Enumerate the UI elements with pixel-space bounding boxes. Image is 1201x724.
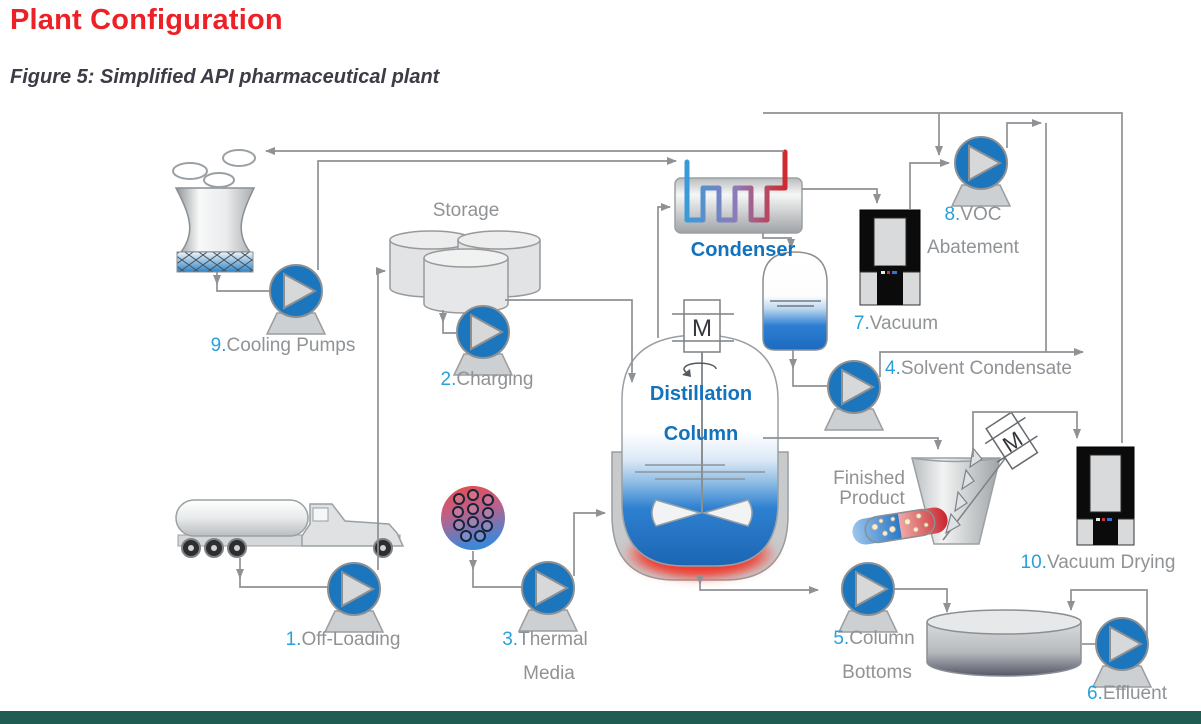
label-thermal-line2: Media bbox=[523, 663, 575, 684]
pipe-vacuum-to-voc bbox=[909, 159, 950, 210]
label-charging: 2.Charging bbox=[440, 369, 534, 390]
pipe-top-header bbox=[763, 112, 1123, 443]
pipe-cooling-supply bbox=[317, 157, 677, 270]
label-off-loading: 1.Off-Loading bbox=[285, 629, 401, 650]
pump-effluent bbox=[1092, 617, 1152, 688]
hopper-motor: M bbox=[984, 411, 1039, 470]
pump-thermal-media bbox=[518, 561, 578, 632]
condenser-coil bbox=[684, 149, 788, 223]
label-distillation-line1: Distillation bbox=[649, 383, 753, 405]
label-distillation-line2: Column bbox=[663, 423, 739, 445]
pipe-vapor-to-condenser bbox=[657, 203, 671, 338]
truck-wheels bbox=[181, 538, 393, 558]
pipe-voc-discharge bbox=[1006, 119, 1042, 148]
pipe-bottoms-to-basin bbox=[894, 588, 951, 613]
condenser-unit bbox=[674, 149, 803, 234]
pump-cooling bbox=[266, 264, 326, 335]
brand-mark bbox=[1096, 518, 1112, 521]
label-vacuum-drying: 10.Vacuum Drying bbox=[1020, 552, 1176, 573]
pump-column-bottoms bbox=[838, 562, 898, 633]
pipe-effluent-loop bbox=[1067, 589, 1148, 640]
page-title: Plant Configuration bbox=[10, 4, 283, 36]
capsule-icon bbox=[852, 507, 948, 545]
label-voc-line2: Abatement bbox=[927, 237, 1019, 258]
pipe-condenser-to-vacuum bbox=[802, 188, 881, 204]
steam-cloud-icon bbox=[172, 149, 256, 188]
label-voc-line1: 8.VOC bbox=[944, 204, 1002, 225]
pipe-offloading-to-storage bbox=[376, 267, 386, 570]
tanker-truck bbox=[175, 499, 405, 558]
agitator-motor: M bbox=[672, 299, 734, 377]
vacuum-drying-unit bbox=[1076, 446, 1135, 546]
label-storage: Storage bbox=[432, 200, 500, 221]
label-finished-line2: Product bbox=[839, 488, 905, 509]
footer-bar bbox=[0, 711, 1201, 724]
vacuum-unit bbox=[859, 209, 921, 306]
label-condenser: Condenser bbox=[690, 239, 796, 261]
pipe-solvent-condensate bbox=[879, 348, 1084, 377]
condensate-receiver bbox=[762, 251, 828, 351]
figure-caption: Figure 5: Simplified API pharmaceutical … bbox=[10, 66, 440, 88]
label-thermal-line1: 3.Thermal bbox=[502, 629, 588, 650]
pipe-thermal-to-jacket bbox=[573, 509, 606, 576]
pump-voc-abatement bbox=[951, 136, 1011, 207]
storage-tanks bbox=[389, 230, 541, 314]
pump-charging bbox=[453, 305, 513, 376]
motor-label: M bbox=[692, 315, 712, 342]
thermal-media-unit bbox=[441, 486, 505, 550]
label-vacuum: 7.Vacuum bbox=[853, 313, 939, 334]
process-pipes bbox=[213, 112, 1148, 645]
pump-solvent-condensate bbox=[824, 360, 884, 431]
pipe-column-to-hopper bbox=[763, 437, 942, 450]
cooling-tower bbox=[172, 149, 256, 273]
label-column-bottoms-line2: Bottoms bbox=[842, 662, 912, 683]
bottoms-basin bbox=[926, 609, 1082, 677]
brand-mark bbox=[881, 271, 897, 274]
label-column-bottoms-line1: 5.Column bbox=[833, 628, 915, 649]
label-cooling-pumps: 9.Cooling Pumps bbox=[210, 335, 356, 356]
pipe-hopper-vacuum bbox=[972, 411, 1081, 457]
impeller-icon bbox=[651, 499, 753, 527]
pipe-charging-to-column bbox=[505, 299, 636, 383]
pump-off-loading bbox=[324, 562, 384, 633]
distillation-column-vessel: M bbox=[611, 299, 789, 582]
label-finished-line1: Finished bbox=[833, 468, 905, 489]
pipe-condensate-drop bbox=[762, 233, 795, 249]
label-effluent: 6.Effluent bbox=[1087, 683, 1167, 704]
label-solvent-condensate: 4.Solvent Condensate bbox=[885, 358, 1072, 379]
